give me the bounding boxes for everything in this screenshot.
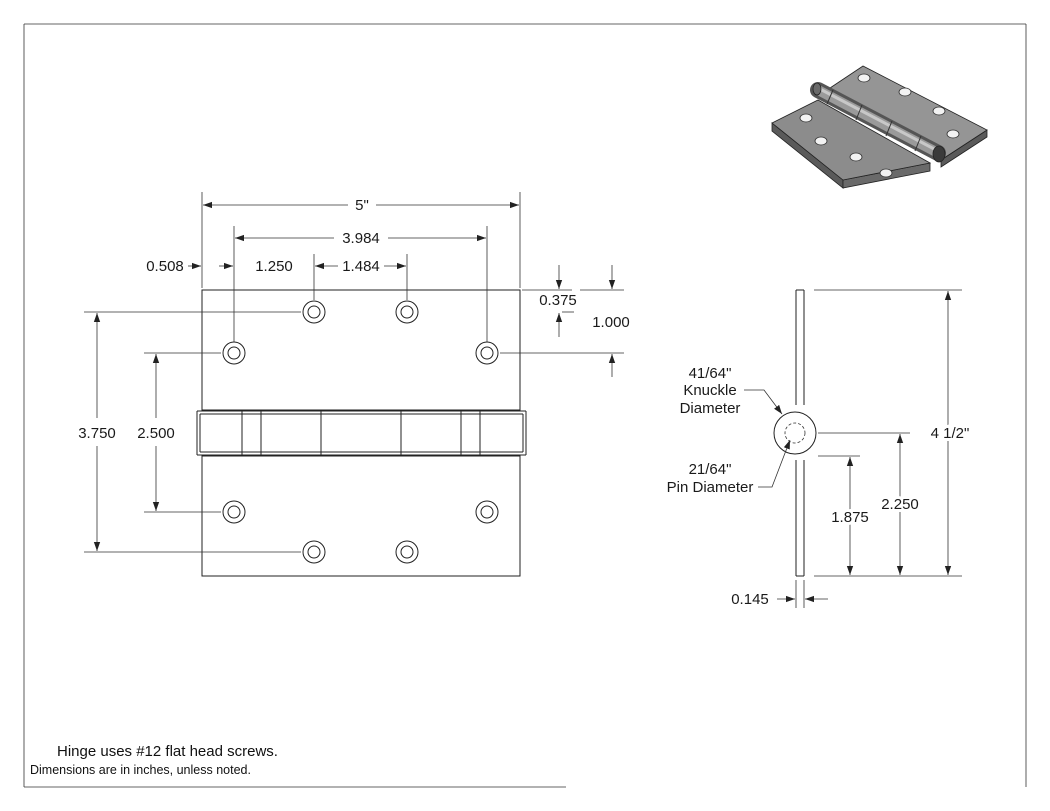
isometric-view xyxy=(771,65,988,189)
screw-hole xyxy=(302,540,326,564)
screw-holes xyxy=(222,300,499,564)
knuckle-diameter-value: 41/64" xyxy=(689,365,732,382)
dim-leaf-thickness-label: 0.145 xyxy=(731,591,769,608)
iso-knuckle xyxy=(810,82,946,163)
dim-edge-offset: 0.508 xyxy=(146,258,233,275)
screw-hole xyxy=(395,300,419,324)
dim-hole-offset: 1.250 xyxy=(255,254,315,300)
note-screws: Hinge uses #12 flat head screws. xyxy=(57,743,278,760)
dim-lower-label: 1.875 xyxy=(831,509,869,526)
screw-hole xyxy=(222,500,246,524)
dim-outer-hole-spacing: 3.984 xyxy=(233,226,488,342)
sheet-border xyxy=(23,23,1027,788)
dim-width-label: 5" xyxy=(355,197,369,214)
screw-hole xyxy=(395,540,419,564)
dim-inner-hole-spacing-label: 1.484 xyxy=(342,258,380,275)
dim-outer-hole-top-label: 1.000 xyxy=(592,314,630,331)
callout-knuckle-diameter: 41/64" Knuckle Diameter xyxy=(680,365,783,417)
iso-screw-holes xyxy=(799,73,960,178)
dim-top-offset: 0.375 xyxy=(522,265,577,337)
dim-knuckle-center-height: 2.250 xyxy=(878,434,922,575)
dim-inner-hole-spacing: 1.484 xyxy=(315,254,408,300)
note-units: Dimensions are in inches, unless noted. xyxy=(30,763,251,777)
screw-hole xyxy=(475,341,499,365)
dim-leaf-thickness: 0.145 xyxy=(731,580,828,608)
knuckle-strip xyxy=(196,410,527,456)
front-view: 5" 3.984 0.508 1.250 1.484 xyxy=(78,192,630,577)
side-knuckle xyxy=(773,411,817,455)
dim-inner-vertical-spacing-label: 3.750 xyxy=(78,425,116,442)
dim-top-offset-label: 0.375 xyxy=(539,292,577,309)
dim-hole-offset-label: 1.250 xyxy=(255,258,293,275)
dim-lower: 1.875 xyxy=(828,457,872,575)
dim-height: 4 1/2" xyxy=(928,291,972,575)
knuckle-diameter-line3: Diameter xyxy=(680,400,741,417)
dim-width: 5" xyxy=(201,192,521,288)
dim-edge-offset-label: 0.508 xyxy=(146,258,184,275)
dim-inner-vertical-spacing: 3.750 xyxy=(78,311,301,553)
dim-outer-vertical-spacing: 2.500 xyxy=(137,352,221,513)
side-view: 4 1/2" 2.250 1.875 0.145 41/64" Knuckle … xyxy=(667,289,972,608)
bottom-leaf xyxy=(201,455,521,577)
dim-knuckle-center-height-label: 2.250 xyxy=(881,496,919,513)
dim-height-label: 4 1/2" xyxy=(931,425,970,442)
dim-outer-hole-spacing-label: 3.984 xyxy=(342,230,380,247)
notes: Hinge uses #12 flat head screws. Dimensi… xyxy=(30,743,278,777)
top-leaf xyxy=(201,289,521,411)
pin-diameter-value: 21/64" xyxy=(689,461,732,478)
knuckle-diameter-line2: Knuckle xyxy=(683,382,736,399)
screw-hole xyxy=(475,500,499,524)
side-leaf xyxy=(795,289,805,577)
callout-pin-diameter: 21/64" Pin Diameter xyxy=(667,439,791,496)
pin-diameter-line2: Pin Diameter xyxy=(667,479,754,496)
dim-outer-hole-top: 1.000 xyxy=(500,265,630,377)
screw-hole xyxy=(222,341,246,365)
side-pin xyxy=(784,422,806,444)
dim-outer-vertical-spacing-label: 2.500 xyxy=(137,425,175,442)
screw-hole xyxy=(302,300,326,324)
